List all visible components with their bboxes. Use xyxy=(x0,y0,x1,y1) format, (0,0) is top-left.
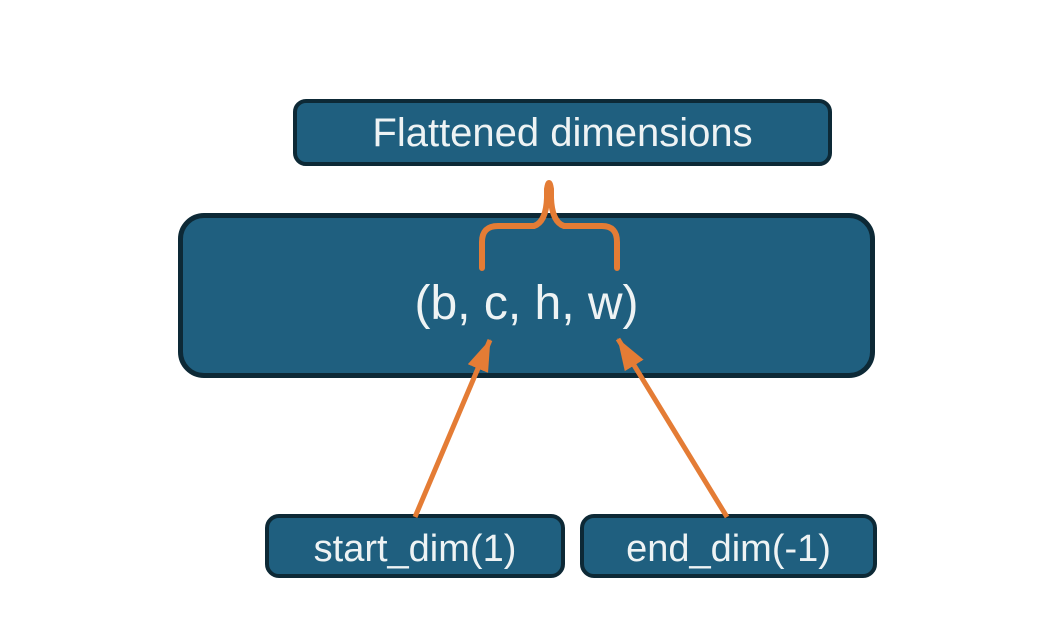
tensor-shape-label: (b, c, h, w) xyxy=(414,276,639,330)
tensor-shape-box: (b, c, h, w) xyxy=(178,213,875,378)
start-dim-label: start_dim(1) xyxy=(313,528,517,570)
end-dim-box: end_dim(-1) xyxy=(580,514,877,578)
flattened-dimensions-label: Flattened dimensions xyxy=(372,110,753,155)
end-dim-label: end_dim(-1) xyxy=(626,528,831,570)
start-dim-box: start_dim(1) xyxy=(265,514,565,578)
flattened-dimensions-box: Flattened dimensions xyxy=(293,99,832,166)
